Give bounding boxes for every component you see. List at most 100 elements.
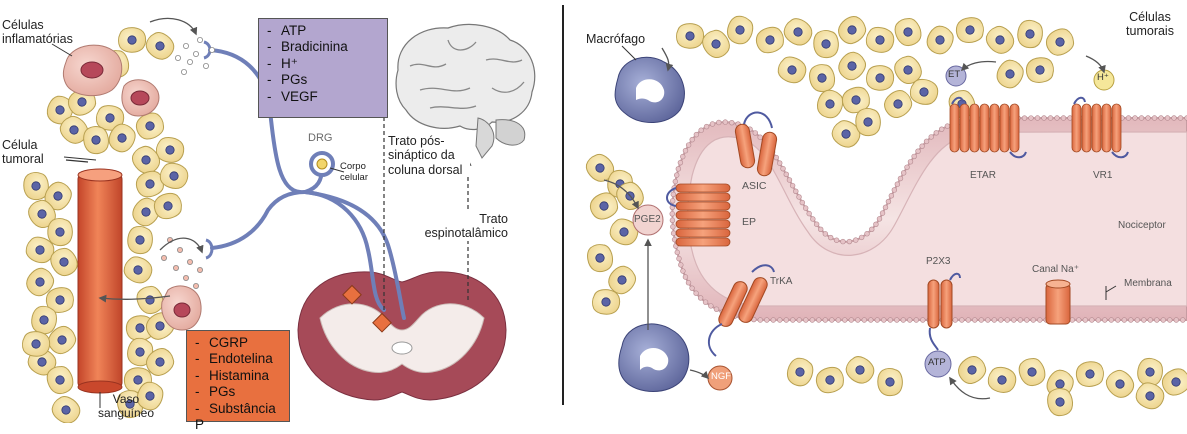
lipid-head — [670, 198, 675, 203]
lipid-head — [1048, 116, 1053, 121]
cell — [834, 48, 870, 84]
lipid-head — [972, 318, 977, 323]
lipid-head — [924, 139, 929, 144]
label-na-channel: Canal Na⁺ — [1032, 264, 1079, 276]
lipid-head — [671, 231, 676, 236]
mediators-box-upper: -ATP -Bradicinina -H⁺ -PGs -VEGF — [258, 18, 388, 118]
mediator-dot — [161, 255, 166, 260]
cell — [1075, 360, 1105, 388]
lipid-head — [790, 183, 795, 188]
lipid-head — [847, 239, 852, 244]
lipid-head — [1055, 116, 1060, 121]
lipid-head — [1029, 116, 1034, 121]
label-pge2: PGE2 — [634, 214, 661, 226]
mediator-item: -CGRP — [195, 335, 281, 351]
lipid-head — [803, 206, 808, 211]
lipid-head — [793, 189, 798, 194]
mediator-item: -Histamina — [195, 368, 281, 384]
lipid-head — [797, 318, 802, 323]
lipid-head — [855, 318, 860, 323]
lipid-head — [1070, 318, 1075, 323]
label-macrophage: Macrófago — [586, 32, 645, 46]
cell — [1015, 355, 1048, 390]
lipid-head — [1172, 116, 1177, 121]
lipid-head — [810, 318, 815, 323]
cell — [923, 22, 957, 57]
lipid-head — [862, 318, 867, 323]
lipid-head — [764, 318, 769, 323]
lipid-head — [1035, 116, 1040, 121]
lipid-head — [800, 200, 805, 205]
lipid-head — [703, 300, 708, 305]
lipid-head — [823, 318, 828, 323]
lipid-head — [1159, 116, 1164, 121]
lipid-head — [1146, 116, 1151, 121]
label-et: ET — [948, 70, 960, 81]
cell — [813, 29, 840, 58]
label-p2x3: P2X3 — [926, 256, 950, 268]
lipid-head — [673, 179, 678, 184]
lipid-head — [1005, 318, 1010, 323]
cell — [677, 24, 704, 49]
mediator-dot — [209, 47, 214, 52]
cell — [986, 365, 1018, 395]
lipid-head — [680, 154, 685, 159]
blood-vessel — [78, 169, 122, 393]
mediator-item: -ATP — [267, 23, 379, 39]
lipid-head — [723, 120, 728, 125]
lipid-head — [905, 165, 910, 170]
label-eta-r: ETAR — [970, 170, 996, 182]
cell — [48, 218, 73, 246]
lipid-head — [912, 154, 917, 159]
lipid-head — [797, 195, 802, 200]
drg-cell-body — [311, 153, 333, 175]
lipid-head — [777, 161, 782, 166]
label-h-plus: H⁺ — [1097, 73, 1109, 84]
lipid-head — [842, 318, 847, 323]
lipid-head — [670, 211, 675, 216]
mediator-dot — [175, 55, 180, 60]
mediator-dot — [187, 259, 192, 264]
lipid-head — [686, 280, 691, 285]
cell — [780, 14, 816, 49]
lipid-head — [690, 286, 695, 291]
label-cell-body: Corpo celular — [340, 162, 378, 184]
cell — [725, 14, 756, 47]
lipid-head — [1102, 318, 1107, 323]
lipid-head — [874, 222, 879, 227]
macrophage-top — [615, 57, 684, 122]
label-ep: EP — [742, 216, 756, 228]
lipid-head — [1152, 116, 1157, 121]
lipid-head — [823, 231, 828, 236]
cell — [121, 253, 156, 287]
lipid-head — [901, 170, 906, 175]
lipid-head — [934, 130, 939, 135]
cell — [784, 355, 816, 388]
cell — [834, 12, 871, 48]
label-blood-vessel: Vaso sanguíneo — [96, 393, 156, 421]
lipid-head — [771, 318, 776, 323]
lipid-head — [881, 318, 886, 323]
spinal-cord — [298, 272, 506, 400]
lipid-head — [1165, 116, 1170, 121]
lipid-head — [836, 318, 841, 323]
lipid-head — [729, 120, 734, 125]
lipid-head — [908, 159, 913, 164]
cell — [592, 289, 620, 314]
lipid-head — [810, 217, 815, 222]
lipid-head — [1161, 318, 1166, 323]
lipid-head — [683, 148, 688, 153]
lipid-head — [753, 131, 758, 136]
mediators-box-lower: -CGRP -Endotelina -Histamina -PGs -Subst… — [186, 330, 290, 422]
mediator-item: -PGs — [195, 384, 281, 400]
lipid-head — [1178, 116, 1183, 121]
cell — [864, 25, 895, 54]
lipid-head — [710, 122, 715, 127]
lipid-head — [1133, 116, 1138, 121]
lipid-head — [1031, 318, 1036, 323]
cell — [814, 88, 845, 121]
lipid-head — [914, 318, 919, 323]
cell — [842, 352, 878, 388]
lipid-head — [1180, 318, 1185, 323]
lipid-head — [790, 318, 795, 323]
